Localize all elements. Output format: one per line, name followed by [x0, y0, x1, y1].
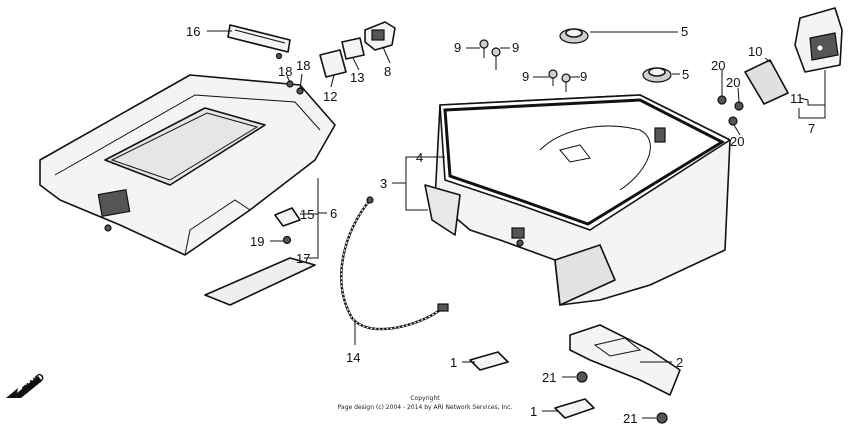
- nut-20b: [734, 101, 744, 111]
- callout-17: 17: [296, 251, 310, 266]
- screw-19: [282, 235, 292, 245]
- callout-1b: 1: [530, 404, 537, 419]
- callout-9a: 9: [454, 40, 461, 55]
- cable-14: [340, 196, 449, 331]
- bracket-2: [569, 324, 681, 396]
- nut-20c: [728, 116, 738, 126]
- case-body: [424, 94, 731, 306]
- callout-14: 14: [346, 350, 360, 365]
- copyright-line2: Page design (c) 2004 - 2014 by ARI Netwo…: [338, 404, 513, 411]
- callout-3: 3: [380, 176, 387, 191]
- plate-12: [319, 49, 347, 78]
- callout-9b: 9: [512, 40, 519, 55]
- callout-13: 13: [350, 70, 364, 85]
- callout-4: 4: [416, 150, 423, 165]
- copyright-line1: Copyright: [410, 395, 440, 402]
- callout-18b: 18: [296, 58, 310, 73]
- callout-21b: 21: [623, 411, 637, 426]
- callout-5b: 5: [682, 67, 689, 82]
- callout-9d: 9: [580, 69, 587, 84]
- fwd-direction-indicator: FWD: [6, 371, 47, 398]
- callout-10: 10: [748, 44, 762, 59]
- footer: Copyright Page design (c) 2004 - 2014 by…: [338, 395, 513, 411]
- callout-6: 6: [330, 206, 337, 221]
- bolt-9c: [548, 69, 558, 86]
- plate-17: [204, 257, 316, 306]
- cover-lid: [39, 74, 336, 256]
- nut-20a: [717, 95, 727, 105]
- pad-10: [744, 59, 789, 105]
- clip-1a: [469, 351, 509, 371]
- callout-11: 11: [790, 91, 804, 106]
- bracket-11: [794, 7, 843, 73]
- handle-strip: [227, 24, 291, 60]
- callout-20b: 20: [726, 75, 740, 90]
- nut-21b: [656, 412, 668, 424]
- nut-21a: [576, 371, 588, 383]
- callout-1a: 1: [450, 355, 457, 370]
- callout-15: 15: [300, 207, 314, 222]
- leader-lines: [207, 30, 826, 419]
- callout-5a: 5: [681, 24, 688, 39]
- callout-20c: 20: [730, 134, 744, 149]
- fwd-arrow-icon: [6, 376, 42, 398]
- callout-8: 8: [384, 64, 391, 79]
- callout-9c: 9: [522, 69, 529, 84]
- clip-15: [274, 207, 301, 227]
- knob-5b: [642, 67, 672, 83]
- fwd-label: FWD: [20, 371, 47, 396]
- bolt-9b: [491, 47, 501, 70]
- latch-8: [364, 21, 396, 51]
- callout-2: 2: [676, 355, 683, 370]
- callout-12: 12: [323, 89, 337, 104]
- bolt-9d: [561, 73, 571, 92]
- knob-5a: [559, 28, 589, 44]
- callout-7: 7: [808, 121, 815, 136]
- callout-21a: 21: [542, 370, 556, 385]
- bolt-9a: [479, 39, 489, 58]
- callout-18a: 18: [278, 64, 292, 79]
- callout-20a: 20: [711, 58, 725, 73]
- plate-13: [341, 37, 365, 60]
- callout-16: 16: [186, 24, 200, 39]
- clip-1b: [554, 398, 595, 419]
- callout-19: 19: [250, 234, 264, 249]
- callouts: 16 18 18 12 13 8 9 9 9 9 5 5 10 11 7 20 …: [186, 24, 815, 426]
